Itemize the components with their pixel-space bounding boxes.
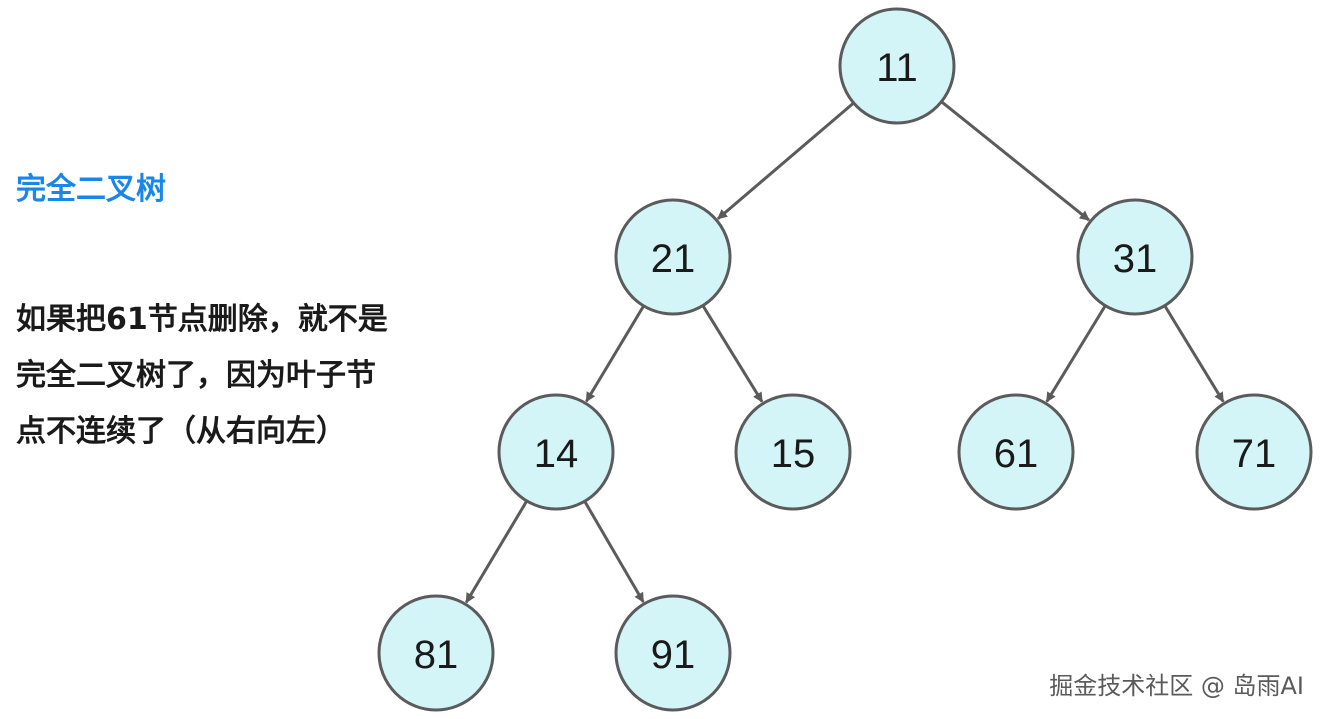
description-line: 完全二叉树了，因为叶子节 [16,358,376,393]
node-label: 15 [771,432,816,476]
node-circle [734,393,852,511]
node-label: 21 [651,237,696,281]
watermark: 掘金技术社区 @ 岛雨AI [1049,672,1304,700]
tree-node-11: 11 [838,7,956,125]
tree-node-61: 61 [957,393,1075,511]
node-label: 71 [1232,432,1277,476]
node-label: 61 [994,432,1039,476]
edge-n21-n14 [585,305,645,403]
description-line: 如果把61节点删除，就不是 [16,302,388,337]
node-label: 91 [651,633,696,677]
tree-node-91: 91 [614,594,732,712]
node-circle [614,594,732,712]
node-circle [1195,393,1313,511]
node-circle [614,198,732,316]
node-label: 11 [876,46,918,90]
edge-n21-n15 [701,304,764,403]
tree-node-21: 21 [614,198,732,316]
tree-node-81: 81 [377,594,495,712]
tree-node-71: 71 [1195,393,1313,511]
node-circle [377,594,495,712]
description-line: 点不连续了（从右向左） [16,414,346,449]
tree-node-14: 14 [497,393,615,511]
tree-node-15: 15 [734,393,852,511]
description: 如果把61节点删除，就不是 完全二叉树了，因为叶子节 点不连续了（从右向左） [16,292,466,460]
edge-n31-n61 [1045,304,1107,403]
node-circle [838,7,956,125]
edge-n14-n81 [464,500,529,604]
tree-nodes: 11 21 31 14 15 61 71 81 91 [377,7,1313,712]
node-label: 14 [534,432,579,476]
node-label: 81 [414,633,459,677]
node-circle [957,393,1075,511]
node-circle [1076,198,1194,316]
edge-n11-n31 [940,100,1090,222]
tree-edges [464,100,1225,604]
diagram-title: 完全二叉树 [16,172,166,207]
node-circle [497,393,615,511]
edge-n11-n21 [716,101,855,220]
node-label: 31 [1113,237,1158,281]
edge-n14-n91 [583,500,645,603]
tree-node-31: 31 [1076,198,1194,316]
edge-n31-n71 [1163,304,1225,403]
